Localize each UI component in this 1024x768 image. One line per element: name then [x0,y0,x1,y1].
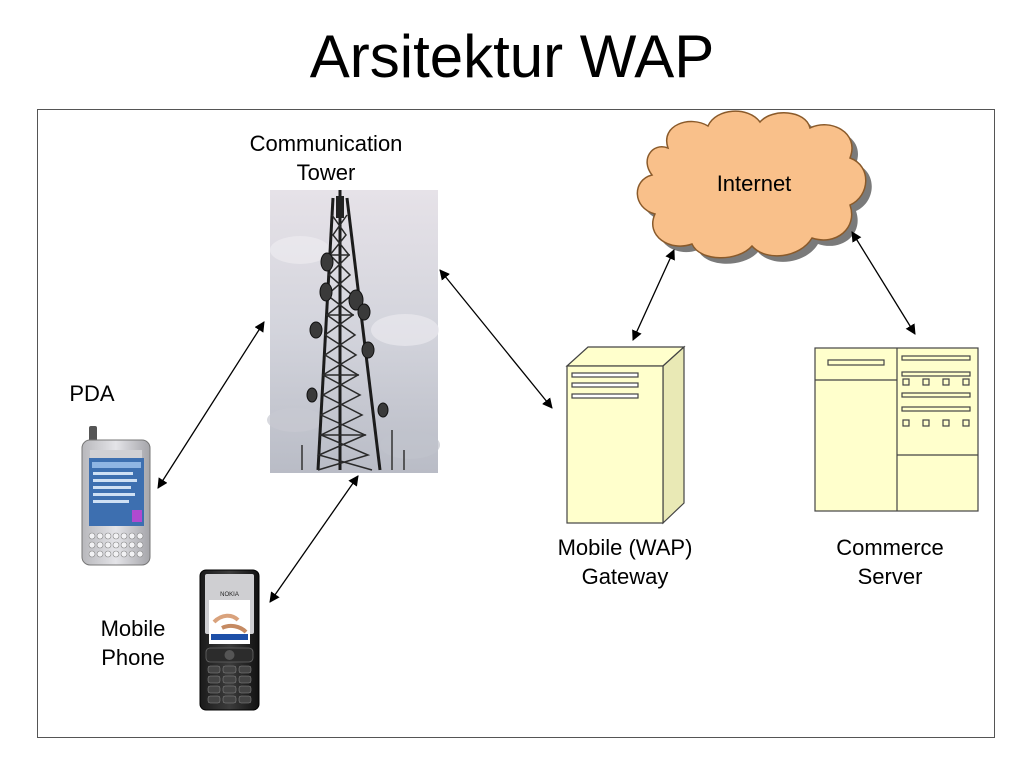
link-internet-server [851,231,916,335]
internet-label: Internet [684,169,824,198]
server-label: Commerce Server [810,533,970,591]
gateway-label: Mobile (WAP) Gateway [530,533,720,591]
commerce-server-icon [814,347,979,512]
phone-label: Mobile Phone [82,614,184,672]
pda-label-text: PDA [69,381,115,406]
phone-brand-label: NOKIA [220,592,239,598]
internet-cloud [636,110,872,264]
slide-title: Arsitektur WAP [309,23,715,90]
gateway-server-icon [565,345,686,525]
gateway-label-line2: Gateway [581,564,669,589]
diagram-frame [37,109,995,738]
link-pda-tower [157,321,265,489]
tower-label-line1: Communication [249,131,403,156]
link-tower-gateway [439,269,553,409]
communication-tower-image [267,190,440,473]
phone-label-line2: Phone [101,645,165,670]
link-phone-tower [269,475,359,603]
server-label-line2: Server [857,564,923,589]
tower-label-line2: Tower [296,160,356,185]
internet-label-text: Internet [716,171,792,196]
phone-label-line1: Mobile [100,616,166,641]
server-label-line1: Commerce [836,535,944,560]
gateway-label-line1: Mobile (WAP) [557,535,693,560]
tower-label: Communication Tower [226,129,426,187]
pda-label: PDA [52,379,132,408]
mobile-phone-icon: NOKIA [199,569,260,711]
pda-device-icon [81,426,151,566]
link-gateway-internet [632,249,675,341]
